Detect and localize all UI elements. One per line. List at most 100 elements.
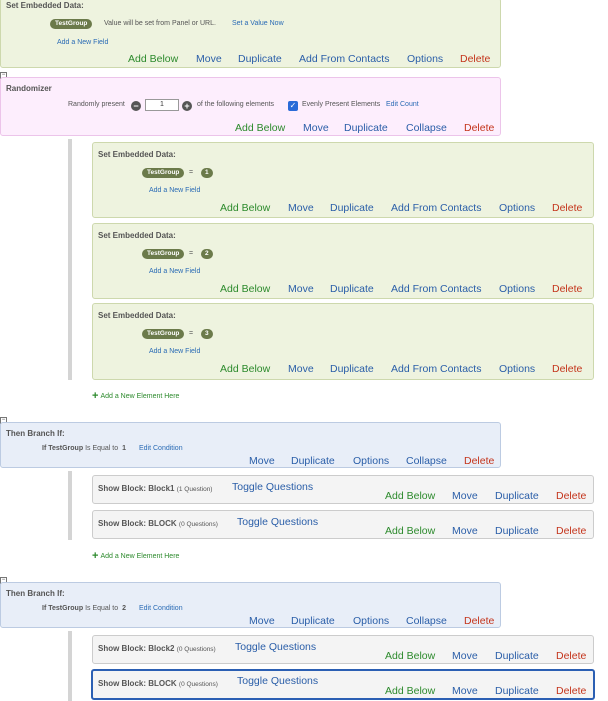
set-value-now-link[interactable]: Set a Value Now [232, 20, 284, 27]
condition-field: TestGroup [48, 445, 84, 452]
move-button[interactable]: Move [288, 202, 314, 214]
move-button[interactable]: Move [196, 53, 222, 65]
delete-button[interactable]: Delete [556, 525, 587, 537]
add-below-button[interactable]: Add Below [220, 202, 271, 214]
add-below-button[interactable]: Add Below [220, 283, 271, 295]
condition-field: TestGroup [48, 605, 84, 612]
embedded-data-title: Set Embedded Data: [6, 1, 84, 10]
embedded-data-title: Set Embedded Data: [98, 150, 176, 159]
add-below-button[interactable]: Add Below [385, 685, 436, 697]
move-button[interactable]: Move [249, 455, 275, 467]
duplicate-button[interactable]: Duplicate [291, 615, 335, 627]
duplicate-button[interactable]: Duplicate [238, 53, 282, 65]
add-new-field-link[interactable]: Add a New Field [57, 39, 109, 46]
delete-button[interactable]: Delete [552, 363, 583, 375]
move-button[interactable]: Move [303, 122, 329, 134]
add-new-field-link[interactable]: Add a New Field [149, 348, 201, 355]
add-new-element-label: Add a New Element Here [100, 393, 180, 400]
move-button[interactable]: Move [452, 525, 478, 537]
add-below-button[interactable]: Add Below [385, 490, 436, 502]
edit-condition-link[interactable]: Edit Condition [139, 605, 183, 612]
edit-count-link[interactable]: Edit Count [386, 101, 419, 108]
add-new-element-link[interactable]: +Add a New Element Here [92, 390, 179, 402]
move-button[interactable]: Move [249, 615, 275, 627]
toggle-questions-button[interactable]: Toggle Questions [232, 481, 314, 493]
add-below-button[interactable]: Add Below [385, 650, 436, 662]
embedded-value-pill[interactable]: 3 [201, 329, 213, 339]
add-new-field-link[interactable]: Add a New Field [149, 187, 201, 194]
delete-button[interactable]: Delete [552, 283, 583, 295]
collapse-button[interactable]: Collapse [406, 455, 447, 467]
delete-button[interactable]: Delete [556, 490, 587, 502]
embedded-field-pill[interactable]: TestGroup [142, 168, 185, 178]
show-block-title: Show Block: Block1 (1 Question) [98, 484, 212, 493]
add-below-button[interactable]: Add Below [385, 525, 436, 537]
move-button[interactable]: Move [288, 283, 314, 295]
options-button[interactable]: Options [499, 283, 536, 295]
show-block-element-selected[interactable]: Show Block: BLOCK (0 Questions) Toggle Q… [91, 669, 595, 700]
delete-button[interactable]: Delete [460, 53, 491, 65]
decrement-icon[interactable]: − [131, 101, 141, 111]
options-button[interactable]: Options [407, 53, 444, 65]
delete-button[interactable]: Delete [556, 685, 587, 697]
delete-button[interactable]: Delete [464, 615, 495, 627]
toggle-questions-button[interactable]: Toggle Questions [235, 641, 317, 653]
add-new-element-label: Add a New Element Here [100, 553, 180, 560]
add-below-button[interactable]: Add Below [235, 122, 286, 134]
collapse-button[interactable]: Collapse [406, 122, 447, 134]
delete-button[interactable]: Delete [464, 455, 495, 467]
embedded-value-pill[interactable]: 1 [201, 168, 213, 178]
evenly-present-checkbox[interactable]: ✓ [288, 101, 298, 111]
show-block-element: Show Block: Block2 (0 Questions) Toggle … [92, 635, 594, 664]
add-from-contacts-button[interactable]: Add From Contacts [299, 53, 390, 65]
move-button[interactable]: Move [452, 685, 478, 697]
toggle-questions-button[interactable]: Toggle Questions [237, 516, 319, 528]
branch-condition: If TestGroup Is Equal to 1 [42, 445, 126, 452]
delete-button[interactable]: Delete [552, 202, 583, 214]
equals-sign: = [189, 330, 194, 337]
add-below-button[interactable]: Add Below [220, 363, 271, 375]
delete-button[interactable]: Delete [556, 650, 587, 662]
duplicate-button[interactable]: Duplicate [495, 650, 539, 662]
duplicate-button[interactable]: Duplicate [344, 122, 388, 134]
increment-icon[interactable]: + [182, 101, 192, 111]
embedded-field-pill[interactable]: TestGroup [50, 19, 93, 29]
show-block-element: Show Block: Block1 (1 Question) Toggle Q… [92, 475, 594, 504]
add-below-button[interactable]: Add Below [128, 53, 179, 65]
duplicate-button[interactable]: Duplicate [495, 525, 539, 537]
add-new-element-link[interactable]: +Add a New Element Here [92, 550, 179, 562]
embedded-field-pill[interactable]: TestGroup [142, 329, 185, 339]
duplicate-button[interactable]: Duplicate [330, 202, 374, 214]
toggle-questions-button[interactable]: Toggle Questions [237, 675, 319, 687]
duplicate-button[interactable]: Duplicate [330, 363, 374, 375]
duplicate-button[interactable]: Duplicate [495, 685, 539, 697]
duplicate-button[interactable]: Duplicate [330, 283, 374, 295]
add-from-contacts-button[interactable]: Add From Contacts [391, 202, 482, 214]
add-new-field-link[interactable]: Add a New Field [149, 268, 201, 275]
options-button[interactable]: Options [353, 615, 390, 627]
embedded-field-pill[interactable]: TestGroup [142, 249, 185, 259]
move-button[interactable]: Move [288, 363, 314, 375]
embedded-value-pill[interactable]: 2 [201, 249, 213, 259]
add-from-contacts-button[interactable]: Add From Contacts [391, 283, 482, 295]
block-name: Show Block: Block1 [98, 484, 175, 493]
branch-children-indent-bar [68, 631, 72, 701]
duplicate-button[interactable]: Duplicate [291, 455, 335, 467]
options-button[interactable]: Options [353, 455, 390, 467]
move-button[interactable]: Move [452, 650, 478, 662]
block-question-count: (1 Question) [176, 486, 213, 493]
branch-children-indent-bar [68, 471, 72, 540]
collapse-button[interactable]: Collapse [406, 615, 447, 627]
show-block-element: Show Block: BLOCK (0 Questions) Toggle Q… [92, 510, 594, 539]
randomizer-prefix: Randomly present [68, 101, 125, 108]
add-from-contacts-button[interactable]: Add From Contacts [391, 363, 482, 375]
options-button[interactable]: Options [499, 202, 536, 214]
edit-condition-link[interactable]: Edit Condition [139, 445, 183, 452]
randomizer-count-input[interactable]: 1 [145, 99, 179, 111]
options-button[interactable]: Options [499, 363, 536, 375]
duplicate-button[interactable]: Duplicate [495, 490, 539, 502]
block-question-count: (0 Questions) [178, 681, 218, 688]
move-button[interactable]: Move [452, 490, 478, 502]
delete-button[interactable]: Delete [464, 122, 495, 134]
show-block-title: Show Block: BLOCK (0 Questions) [98, 679, 218, 688]
